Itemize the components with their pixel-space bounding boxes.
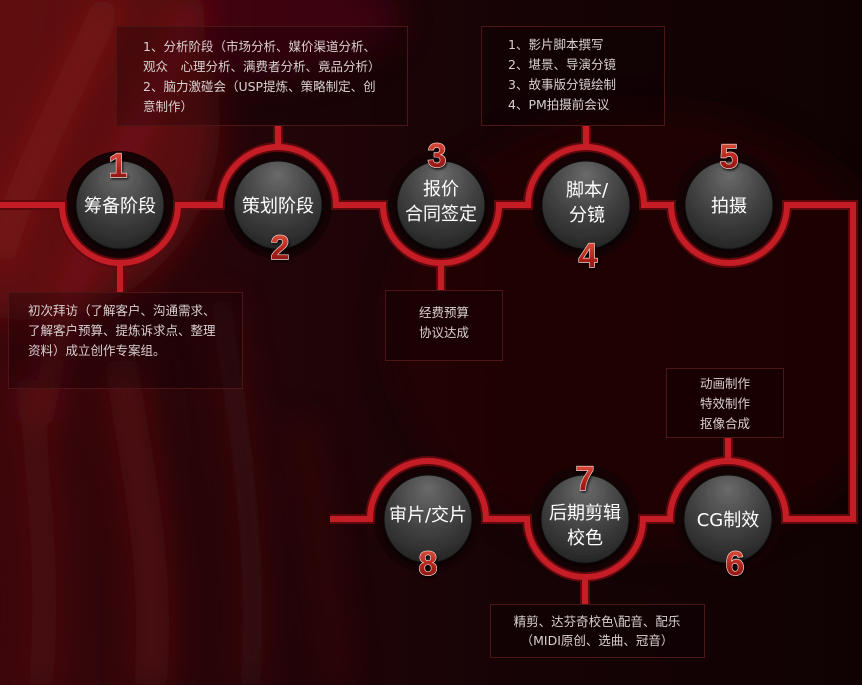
stage-1: 筹备阶段 xyxy=(75,160,165,250)
note-script: 1、影片脚本撰写 2、堪景、导演分镜 3、故事版分镜绘制 4、PM拍摄前会议 xyxy=(481,26,665,126)
note-script-line: 2、堪景、导演分镜 xyxy=(508,57,616,72)
flow-line xyxy=(0,144,856,580)
stage-2-number: 2 xyxy=(271,229,290,267)
stage-8-number: 8 xyxy=(419,545,438,583)
stage-3: 报价 合同签定 xyxy=(396,160,486,250)
note-script-line: 1、影片脚本撰写 xyxy=(508,37,603,52)
note-preparation-line: 初次拜访（了解客户、沟通需求、 xyxy=(28,303,216,318)
note-preparation-box xyxy=(8,292,243,389)
note-script-line: 4、PM拍摄前会议 xyxy=(508,97,610,112)
note-post-production-line: （MIDI原创、选曲、冠音） xyxy=(521,633,674,648)
stage-5-circle xyxy=(684,160,774,250)
stage-3-label-line1: 报价 xyxy=(423,179,459,200)
stage-5-number: 5 xyxy=(720,138,739,176)
stage-5: 拍摄 xyxy=(684,160,774,250)
stage-1-label: 筹备阶段 xyxy=(84,196,156,217)
stage-3-circle xyxy=(396,160,486,250)
note-cg-line: 动画制作 xyxy=(700,376,751,391)
stage-6-number: 6 xyxy=(726,545,745,583)
note-planning-line: 1、分析阶段（市场分析、媒价渠道分析、 xyxy=(143,39,376,54)
stage-7-label-line1: 后期剪辑 xyxy=(549,503,621,524)
stage-8: 审片/交片 xyxy=(383,474,473,564)
note-preparation-line: 了解客户预算、提炼诉求点、整理 xyxy=(28,323,216,338)
note-planning-box xyxy=(116,26,408,126)
stage-4: 脚本/ 分镜 xyxy=(541,160,631,250)
note-cg-line: 特效制作 xyxy=(700,396,751,411)
curtain-fold xyxy=(207,298,266,685)
note-post-production-box xyxy=(490,604,705,658)
stage-4-label-line1: 脚本/ xyxy=(566,180,609,201)
note-cg-box xyxy=(666,368,784,438)
stage-3-label-line2: 合同签定 xyxy=(405,204,477,225)
stage-4-number: 4 xyxy=(579,237,598,275)
curtain-fold xyxy=(0,0,124,264)
note-quotation-line: 协议达成 xyxy=(419,325,469,340)
note-quotation-line: 经费预算 xyxy=(419,305,469,320)
stage-2-label: 策划阶段 xyxy=(242,196,314,217)
stage-8-label: 审片/交片 xyxy=(389,505,467,526)
note-cg: 动画制作 特效制作 抠像合成 xyxy=(666,368,784,438)
stage-1-circle xyxy=(75,160,165,250)
note-script-line: 3、故事版分镜绘制 xyxy=(508,77,616,92)
note-post-production: 精剪、达芬奇校色\配音、配乐 （MIDI原创、选曲、冠音） xyxy=(490,604,705,658)
stage-2: 策划阶段 xyxy=(233,160,323,250)
note-planning-line: 观众 心理分析、满费者分析、竟品分析） xyxy=(143,59,381,74)
curtain-glow xyxy=(60,0,400,80)
note-quotation: 经费预算 协议达成 xyxy=(385,290,503,361)
curtain-fold xyxy=(290,418,350,685)
stage-3-number: 3 xyxy=(428,137,447,175)
note-planning-line: 2、脑力激碰会（USP提炼、策略制定、创 xyxy=(143,79,376,94)
note-script-box xyxy=(481,26,665,126)
stage-7-number: 7 xyxy=(576,460,595,498)
stage-2-circle xyxy=(233,160,323,250)
stage-6-label: CG制效 xyxy=(697,510,760,531)
stage-8-circle xyxy=(383,474,473,564)
curtain-fold xyxy=(103,357,170,685)
note-post-production-line: 精剪、达芬奇校色\配音、配乐 xyxy=(514,614,681,629)
stage-4-label-line2: 分镜 xyxy=(569,205,605,226)
note-cg-line: 抠像合成 xyxy=(700,416,750,431)
note-preparation: 初次拜访（了解客户、沟通需求、 了解客户预算、提炼诉求点、整理 资料）成立创作专… xyxy=(8,292,243,389)
stage-7-circle xyxy=(540,474,630,564)
stage-numbers: 1 2 3 4 5 6 7 8 xyxy=(108,136,745,583)
note-quotation-box xyxy=(385,290,503,361)
note-planning-line: 意制作） xyxy=(143,99,193,114)
stage-6: CG制效 xyxy=(683,474,773,564)
stage-6-circle xyxy=(683,474,773,564)
stage-5-label: 拍摄 xyxy=(711,196,747,217)
connector-lines xyxy=(117,126,731,604)
stage-7: 后期剪辑 校色 xyxy=(540,474,630,564)
stage-4-circle xyxy=(541,160,631,250)
curtain-fold xyxy=(16,378,59,685)
note-preparation-line: 资料）成立创作专案组。 xyxy=(28,343,166,358)
stage-7-label-line2: 校色 xyxy=(567,528,603,549)
note-planning: 1、分析阶段（市场分析、媒价渠道分析、 观众 心理分析、满费者分析、竟品分析） … xyxy=(116,26,408,126)
stage-1-number: 1 xyxy=(109,147,128,185)
